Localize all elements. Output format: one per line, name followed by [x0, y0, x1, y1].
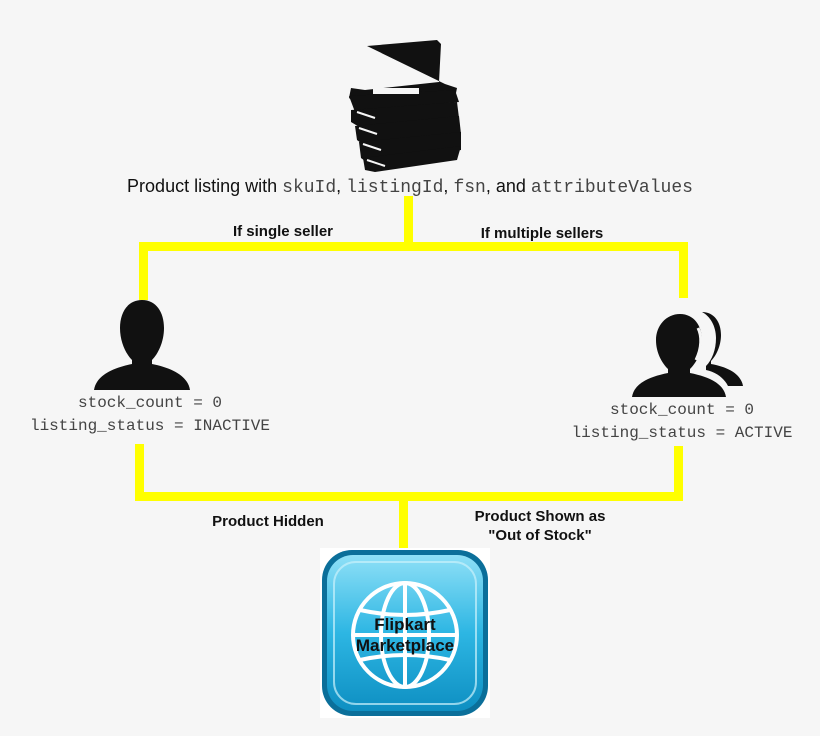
edge-label-single-seller: If single seller [232, 223, 334, 240]
field-attributevalues: attributeValues [530, 178, 693, 198]
edge-label-multiple-sellers: If multiple sellers [480, 225, 604, 242]
multiple-users-icon [632, 312, 743, 397]
caption-sep: , [443, 176, 449, 196]
single-user-icon [94, 300, 190, 390]
caption-prefix: Product listing with [127, 176, 278, 196]
listing-caption: Product listing with skuId, listingId, f… [0, 176, 820, 198]
field-listingid: listingId [346, 178, 444, 198]
marketplace-line-2: Marketplace [355, 636, 455, 655]
caption-sep: , [336, 176, 342, 196]
outcome-product-hidden: Product Hidden [212, 513, 324, 530]
caption-sep: , and [485, 176, 526, 196]
field-skuid: skuId [282, 178, 337, 198]
single-seller-state: stock_count = 0 listing_status = INACTIV… [0, 392, 300, 438]
single-listing-status: listing_status = INACTIVE [29, 417, 271, 435]
outcome-out-of-stock: Product Shown as "Out of Stock" [450, 507, 630, 545]
marketplace-line-1: Flipkart [374, 615, 436, 634]
books-icon [349, 40, 461, 172]
single-stock-count: stock_count = 0 [77, 394, 223, 412]
marketplace-tile [320, 548, 490, 718]
outcome-line-1: Product Shown as [474, 508, 606, 525]
marketplace-label: Flipkart Marketplace [320, 614, 490, 656]
field-fsn: fsn [453, 178, 486, 198]
multiple-listing-status: listing_status = ACTIVE [571, 424, 793, 442]
multiple-stock-count: stock_count = 0 [609, 401, 755, 419]
globe-icon [351, 581, 459, 689]
outcome-line-2: "Out of Stock" [488, 527, 592, 544]
multiple-sellers-state: stock_count = 0 listing_status = ACTIVE [542, 399, 820, 445]
